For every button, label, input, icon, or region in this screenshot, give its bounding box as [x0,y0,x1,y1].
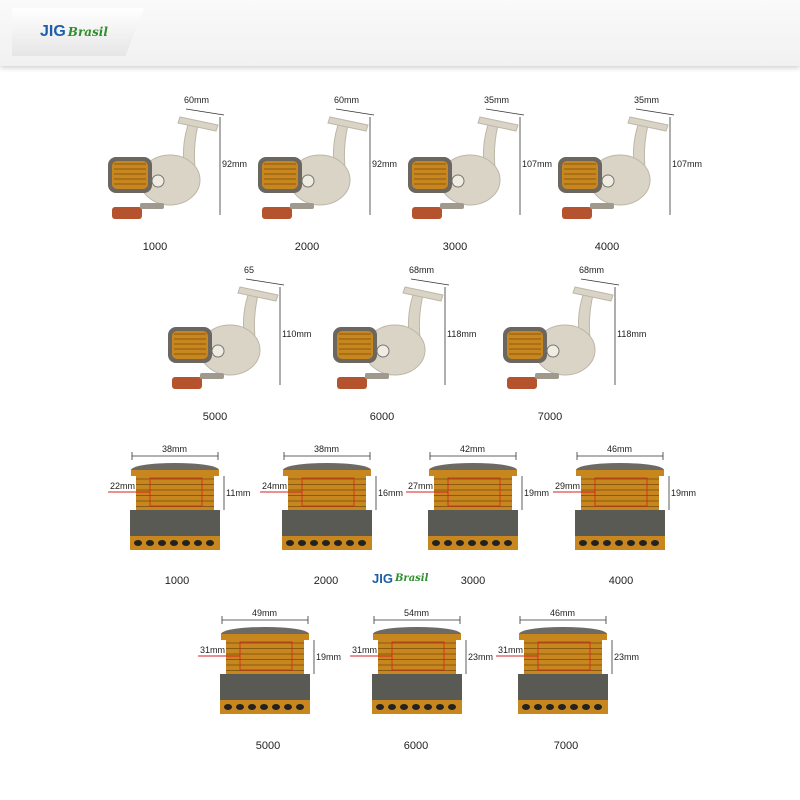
spool-model-label: 6000 [403,740,429,752]
spool-depth-label: 19mm [671,488,697,498]
reel-model-label: 6000 [369,411,395,423]
reel-height-label: 118mm [617,329,647,339]
spool-width-label: 46mm [607,444,633,454]
reel-illustration [108,108,225,219]
reel-illustration [558,108,675,219]
reel-height-label: 92mm [222,159,248,169]
reel-7000: 68mm 118mm [495,265,646,415]
reel-model-label: 7000 [537,411,563,423]
logo-script-text: Brasil [67,25,108,39]
header-bar: JIG Brasil [0,0,800,66]
logo-main-text: JIG [40,23,66,40]
handle-length-label: 68mm [409,265,435,275]
handle-length-label: 68mm [579,265,605,275]
spool-model-label: 3000 [460,575,486,587]
reel-illustration [408,108,525,219]
reel-2000: 60mm 92mm [250,95,397,245]
spool-width-label: 38mm [162,444,188,454]
spool-illustration [350,616,467,714]
reel-6000: 68mm 118mm [325,265,476,415]
reel-model-label: 2000 [294,241,320,253]
line-diameter-label: 31mm [200,645,226,655]
reel-model-label: 3000 [442,241,468,253]
spool-depth-label: 11mm [226,488,251,498]
handle-length-label: 65 [244,265,255,275]
handle-length-label: 35mm [634,95,660,105]
brand-logo: JIG Brasil [12,8,144,56]
line-diameter-label: 31mm [352,645,378,655]
spool-illustration [198,616,315,714]
spool-3000: 42mm 27mm 19mm [406,444,549,558]
line-diameter-label: 22mm [110,481,136,491]
spool-model-label: 4000 [608,575,634,587]
spool-width-label: 42mm [460,444,486,454]
spool-model-label: 5000 [255,740,281,752]
spool-illustration [496,616,613,714]
reel-model-label: 1000 [142,241,168,253]
handle-length-label: 35mm [484,95,510,105]
spool-model-label: 2000 [313,575,339,587]
spool-illustration [406,452,523,550]
reel-illustration [503,278,620,389]
spool-1000: 38mm 22mm 11mm [108,444,250,558]
reel-model-label: 4000 [594,241,620,253]
spool-illustration [553,452,670,550]
reel-height-label: 107mm [672,159,703,169]
spool-2000: 38mm 24mm 16mm [260,444,403,558]
reel-height-label: 110mm [282,329,312,339]
reel-model-label: 5000 [202,411,228,423]
spool-model-label: 7000 [553,740,579,752]
reel-illustration [168,278,285,389]
line-diameter-label: 31mm [498,645,524,655]
handle-length-label: 60mm [334,95,360,105]
reel-height-label: 107mm [522,159,553,169]
spool-width-label: 54mm [404,608,430,618]
spool-4000: 46mm 29mm 19mm [553,444,696,558]
reel-illustration [258,108,375,219]
spool-depth-label: 23mm [614,652,640,662]
spool-depth-label: 23mm [468,652,494,662]
reel-height-label: 118mm [447,329,477,339]
spool-width-label: 46mm [550,608,576,618]
line-diameter-label: 27mm [408,481,434,491]
reel-1000: 60mm 92mm [100,95,247,245]
spool-depth-label: 16mm [378,488,404,498]
spool-width-label: 38mm [314,444,340,454]
spool-5000: 49mm 31mm 19mm [198,608,341,722]
reel-4000: 35mm 107mm [550,95,702,245]
spool-width-label: 49mm [252,608,278,618]
reel-illustration [333,278,450,389]
spool-6000: 54mm 31mm 23mm [350,608,493,722]
reel-height-label: 92mm [372,159,398,169]
reel-5000: 65 110mm [160,265,311,415]
line-diameter-label: 29mm [555,481,581,491]
brand-logo-small: JIG Brasil [372,566,428,590]
spool-depth-label: 19mm [524,488,550,498]
logo-main-text: JIG [372,570,393,586]
spool-depth-label: 19mm [316,652,342,662]
spool-illustration [260,452,377,550]
logo-script-text: Brasil [394,572,429,584]
spool-illustration [108,452,225,550]
spool-model-label: 1000 [164,575,190,587]
spool-7000: 46mm 31mm 23mm [496,608,639,722]
handle-length-label: 60mm [184,95,210,105]
line-diameter-label: 24mm [262,481,288,491]
reel-3000: 35mm 107mm [400,95,552,245]
